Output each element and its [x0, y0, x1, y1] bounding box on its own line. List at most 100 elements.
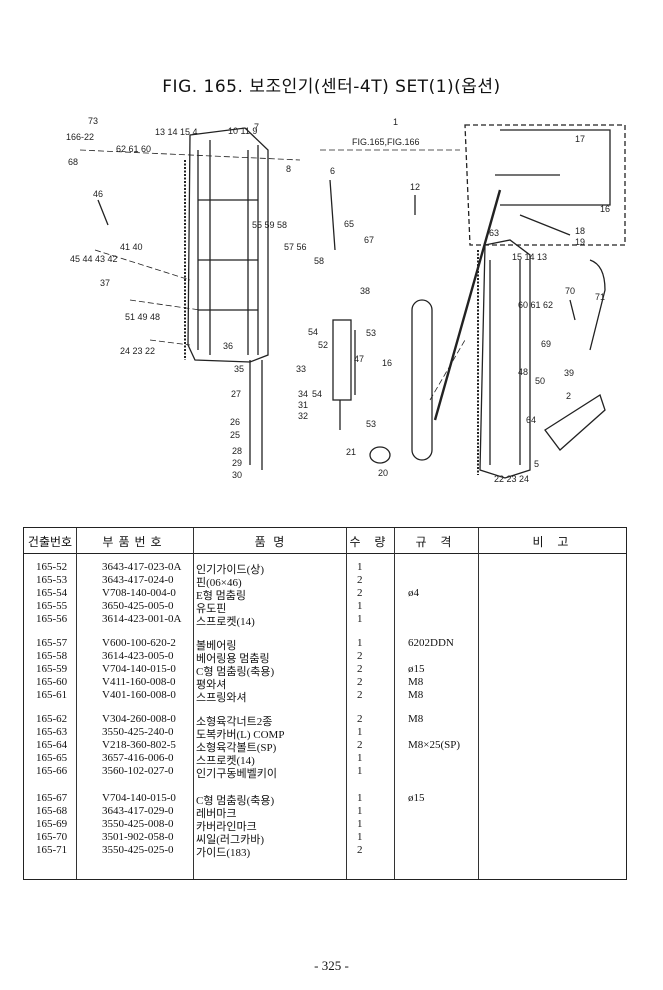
callout-label: 7	[254, 122, 259, 132]
ref-no-cell: 165-57	[36, 637, 68, 649]
spec-cell: 6202DDN	[408, 637, 454, 649]
quantity-cell: 1	[357, 613, 363, 625]
column-divider	[394, 528, 395, 879]
quantity-cell: 2	[357, 650, 363, 662]
callout-label: 37	[100, 278, 110, 288]
header-ref-no: 건출번호	[27, 535, 73, 549]
callout-label: 17	[575, 134, 585, 144]
column-divider	[478, 528, 479, 879]
part-no-cell: V411-160-008-0	[102, 676, 176, 688]
callout-label: 12	[410, 182, 420, 192]
part-no-cell: 3614-423-005-0	[102, 650, 174, 662]
quantity-cell: 1	[357, 561, 363, 573]
callout-label: 8	[286, 164, 291, 174]
callout-label: 68	[68, 157, 78, 167]
quantity-cell: 1	[357, 831, 363, 843]
part-no-cell: 3550-425-025-0	[102, 844, 174, 856]
quantity-cell: 2	[357, 689, 363, 701]
callout-label: 20	[378, 468, 388, 478]
part-no-cell: 3501-902-058-0	[102, 831, 174, 843]
part-no-cell: 3614-423-001-0A	[102, 613, 182, 625]
callout-label: 46	[93, 189, 103, 199]
callout-label: 1	[393, 117, 398, 127]
callout-label: 25	[230, 430, 240, 440]
callout-label: 58	[314, 256, 324, 266]
part-name-cell: 인기구동베벨키이	[196, 768, 277, 780]
callout-label: 18	[575, 226, 585, 236]
callout-label: 35	[234, 364, 244, 374]
callout-label: 50	[535, 376, 545, 386]
callout-label: 29	[232, 458, 242, 468]
callout-label: 52	[318, 340, 328, 350]
spec-cell: M8	[408, 689, 424, 701]
part-name-cell: 가이드(183)	[196, 847, 251, 859]
callout-label: 41 40	[120, 242, 143, 252]
callout-label: 166-22	[66, 132, 94, 142]
ref-no-cell: 165-69	[36, 818, 68, 830]
quantity-cell: 2	[357, 587, 363, 599]
callout-label: 27	[231, 389, 241, 399]
part-no-cell: 3560-102-027-0	[102, 765, 174, 777]
part-name-cell: 도복카버(L) COMP	[196, 729, 285, 741]
part-name-cell: 스프링와셔	[196, 692, 247, 704]
part-name-cell: 핀(06×46)	[196, 577, 242, 589]
quantity-cell: 1	[357, 752, 363, 764]
part-no-cell: V600-100-620-2	[102, 637, 176, 649]
part-name-cell: 스프로켓(14)	[196, 616, 255, 628]
header-part-no: 부품번호	[102, 535, 167, 549]
callout-label: 16	[382, 358, 392, 368]
callout-label: 54	[308, 327, 318, 337]
callout-label: 63	[489, 228, 499, 238]
ref-no-cell: 165-58	[36, 650, 68, 662]
callout-label: 53	[366, 419, 376, 429]
header-part-name: 품 명	[254, 535, 285, 549]
ref-no-cell: 165-53	[36, 574, 68, 586]
column-divider	[346, 528, 347, 879]
ref-no-cell: 165-52	[36, 561, 68, 573]
part-no-cell: 3643-417-029-0	[102, 805, 174, 817]
part-name-cell: 소형육각너트2종	[196, 716, 273, 728]
diagram-lines	[79, 124, 626, 479]
column-divider	[76, 528, 77, 879]
callout-label: 65	[344, 219, 354, 229]
ref-no-cell: 165-60	[36, 676, 68, 688]
part-name-cell: 인기가이드(상)	[196, 564, 265, 576]
callout-label: 26	[230, 417, 240, 427]
quantity-cell: 2	[357, 844, 363, 856]
part-name-cell: C형 멈춤링(축용)	[196, 795, 275, 807]
callout-label: 5	[534, 459, 539, 469]
spec-cell: M8×25(SP)	[408, 739, 461, 751]
callout-label: 60 61 62	[518, 300, 553, 310]
quantity-cell: 2	[357, 663, 363, 675]
part-name-cell: C형 멈춤링(축용)	[196, 666, 275, 678]
callout-label: 33	[296, 364, 306, 374]
callout-label: 69	[541, 339, 551, 349]
callout-label: 53	[366, 328, 376, 338]
callout-label: 48	[518, 367, 528, 377]
part-name-cell: 베어링용 멈춤링	[196, 653, 270, 665]
part-name-cell: 소형육각볼트(SP)	[196, 742, 277, 754]
spec-cell: M8	[408, 676, 424, 688]
callout-label: 70	[565, 286, 575, 296]
quantity-cell: 1	[357, 765, 363, 777]
table-row: 165-58 3614-423-005-0 베어링용 멈춤링 2	[24, 650, 626, 665]
callout-label: 34	[298, 389, 308, 399]
quantity-cell: 1	[357, 600, 363, 612]
header-remarks: 비 고	[532, 535, 574, 549]
callout-label: FIG.165,FIG.166	[352, 137, 420, 147]
callout-label: 71	[595, 292, 605, 302]
callout-label: 38	[360, 286, 370, 296]
quantity-cell: 1	[357, 637, 363, 649]
spec-cell: ø15	[408, 663, 425, 675]
